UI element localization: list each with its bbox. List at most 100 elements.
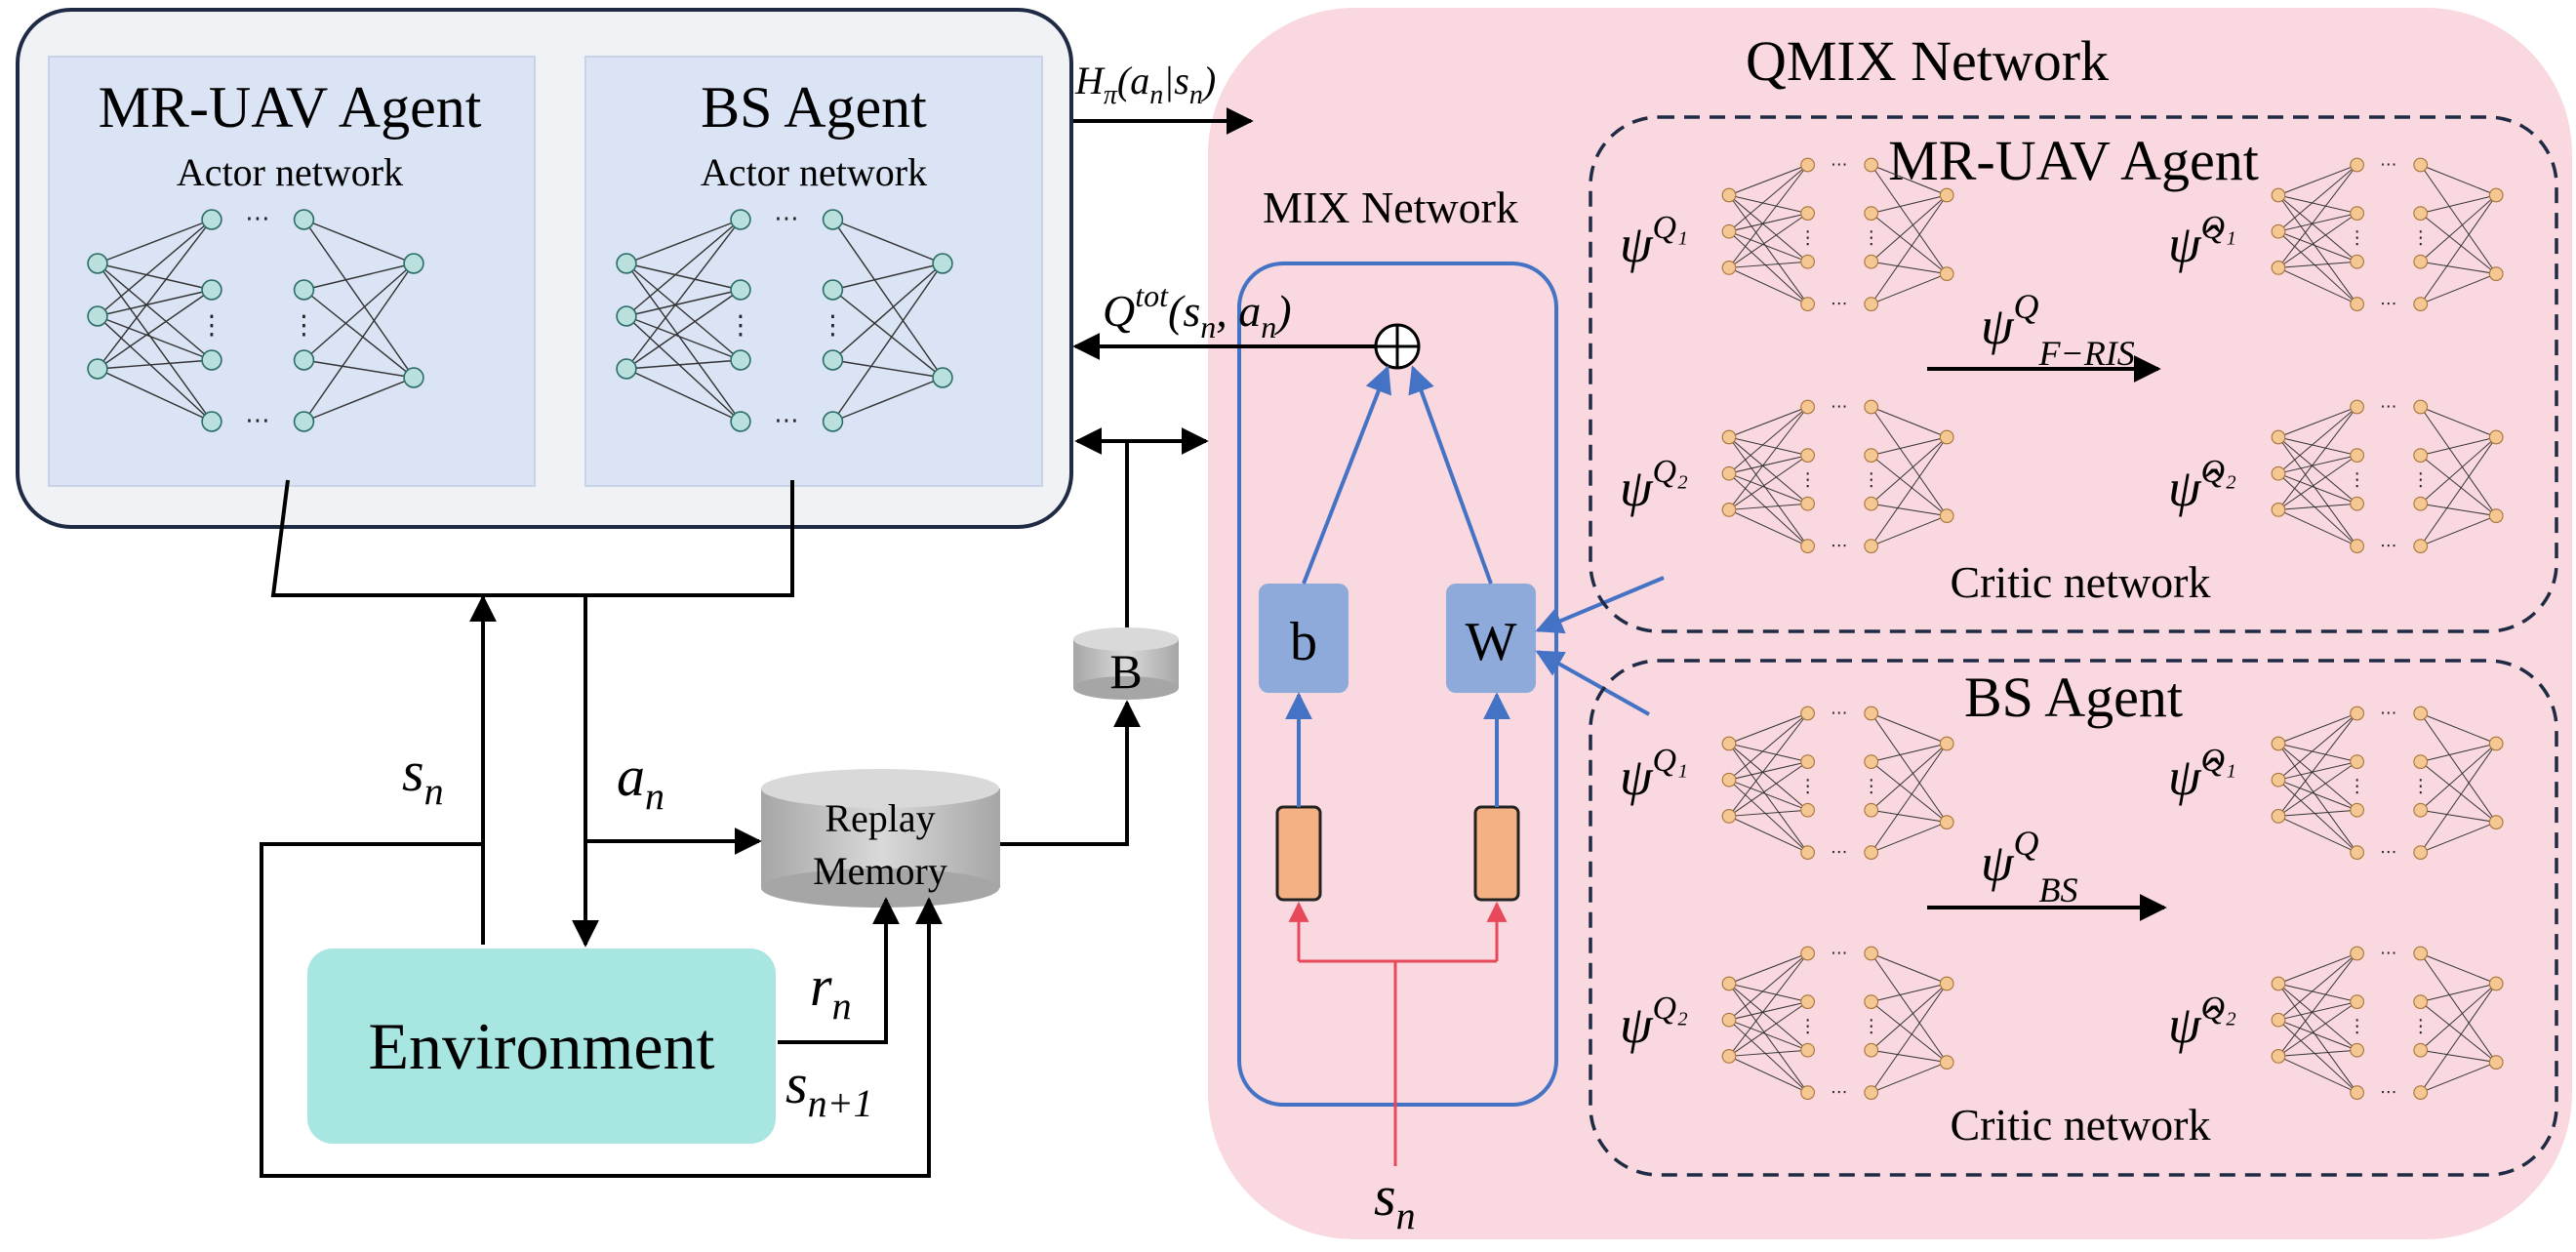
next-state-feedback-loop xyxy=(260,842,943,1178)
layer-ellipsis: ⋯ xyxy=(2380,944,2396,963)
layer-ellipsis: ⋯ xyxy=(774,204,798,232)
batch-label: B xyxy=(1109,644,1142,699)
layer-vertical-ellipsis: ⋮ xyxy=(2348,470,2366,491)
mr-uav-actor-title: MR-UAV Agent xyxy=(99,75,482,140)
critic-net-8: ⋯ ⋯ ⋮ ⋮ xyxy=(2271,944,2504,1103)
critic-bs-title: BS Agent xyxy=(1964,666,2183,729)
layer-vertical-ellipsis: ⋮ xyxy=(1798,228,1817,249)
environment-label: Environment xyxy=(368,1009,714,1083)
layer-ellipsis: ⋯ xyxy=(2380,1083,2396,1103)
layer-ellipsis: ⋯ xyxy=(2380,537,2396,556)
layer-vertical-ellipsis: ⋮ xyxy=(2411,470,2430,491)
mix-network-box xyxy=(1237,262,1558,1107)
layer-ellipsis: ⋯ xyxy=(2380,295,2396,314)
layer-vertical-ellipsis: ⋮ xyxy=(2411,228,2430,249)
replay-memory-line2: Memory xyxy=(813,849,947,893)
reward-to-replay-line xyxy=(778,897,900,1044)
layer-vertical-ellipsis: ⋮ xyxy=(1862,777,1880,797)
qmix-title: QMIX Network xyxy=(1746,29,2109,93)
layer-vertical-ellipsis: ⋮ xyxy=(1798,777,1817,797)
mixing-sum-node xyxy=(1374,323,1421,370)
layer-ellipsis: ⋯ xyxy=(2380,704,2396,723)
layer-vertical-ellipsis: ⋮ xyxy=(2348,228,2366,249)
layer-vertical-ellipsis: ⋮ xyxy=(1798,1017,1817,1037)
critic-bs-footer: Critic network xyxy=(1951,1100,2211,1150)
layer-ellipsis: ⋯ xyxy=(1831,843,1847,863)
actors-bus-line xyxy=(270,479,794,597)
layer-ellipsis: ⋯ xyxy=(245,406,269,434)
critic-mr-uav-box xyxy=(1589,115,2558,633)
layer-ellipsis: ⋯ xyxy=(1831,295,1847,314)
layer-ellipsis: ⋯ xyxy=(1831,397,1847,417)
layer-vertical-ellipsis: ⋮ xyxy=(291,310,317,341)
layer-ellipsis: ⋯ xyxy=(2380,155,2396,175)
critic-bs-psi-hat-q1-label: ψ̂Q₁ xyxy=(2168,743,2236,806)
bias-node-box xyxy=(1259,584,1348,693)
layer-vertical-ellipsis: ⋮ xyxy=(1862,228,1880,249)
layer-ellipsis: ⋯ xyxy=(1831,155,1847,175)
critic-net-5: ⋯ ⋯ ⋮ ⋮ xyxy=(1721,704,1954,863)
mix-network-title: MIX Network xyxy=(1263,182,1518,232)
reward-label: rn xyxy=(810,954,852,1028)
layer-vertical-ellipsis: ⋮ xyxy=(2411,777,2430,797)
critic-mr-psi-q2-label: ψQ₂ xyxy=(1620,454,1688,517)
layer-ellipsis: ⋯ xyxy=(2380,843,2396,863)
critic-bs-psi-q2-label: ψQ₂ xyxy=(1620,990,1688,1054)
critic-net-7: ⋯ ⋯ ⋮ ⋮ xyxy=(2271,704,2504,863)
critic-net-6: ⋯ ⋯ ⋮ ⋮ xyxy=(1721,944,1954,1103)
critic-mr-uav-footer: Critic network xyxy=(1951,557,2211,607)
bias-node-label: b xyxy=(1290,612,1317,672)
layer-ellipsis: ⋯ xyxy=(1831,704,1847,723)
w-to-sum-arrow xyxy=(1408,365,1493,585)
layer-vertical-ellipsis: ⋮ xyxy=(1862,1017,1880,1037)
layer-ellipsis: ⋯ xyxy=(774,406,798,434)
next-state-label: sn+1 xyxy=(785,1052,873,1125)
replay-memory-line1: Replay xyxy=(825,796,935,840)
weight-hypernet-box xyxy=(1473,805,1520,902)
critic-bs-psi-q1-label: ψQ₁ xyxy=(1620,743,1688,806)
layer-ellipsis: ⋯ xyxy=(1831,1083,1847,1103)
environment-box xyxy=(307,949,776,1144)
action-label: an xyxy=(617,745,664,818)
b-to-sum-arrow xyxy=(1302,365,1391,585)
critic-mr-transfer-label: ψQF−RIS xyxy=(1981,287,2135,373)
layer-vertical-ellipsis: ⋮ xyxy=(1798,470,1817,491)
state-label: sn xyxy=(402,740,444,813)
critic-net-4: ⋯ ⋯ ⋮ ⋮ xyxy=(2271,397,2504,556)
bias-hypernet-box xyxy=(1275,805,1322,902)
critic-net-1: ⋯ ⋯ ⋮ ⋮ xyxy=(1721,155,1954,314)
batch-cylinder xyxy=(1073,627,1179,700)
weight-node-label: W xyxy=(1466,612,1517,672)
layer-vertical-ellipsis: ⋮ xyxy=(2348,777,2366,797)
mix-state-input-label: sn xyxy=(1374,1164,1416,1237)
layer-vertical-ellipsis: ⋮ xyxy=(2411,1017,2430,1037)
bs-actor-net: ⋯⋯⋮⋮ xyxy=(616,204,953,434)
mr-uav-actor-net: ⋯⋯⋮⋮ xyxy=(87,204,424,434)
replay-to-batch-line xyxy=(1000,700,1141,846)
layer-ellipsis: ⋯ xyxy=(1831,537,1847,556)
critic-mr-uav-title: MR-UAV Agent xyxy=(1888,129,2259,192)
layer-vertical-ellipsis: ⋮ xyxy=(2348,1017,2366,1037)
layer-vertical-ellipsis: ⋮ xyxy=(199,310,225,341)
critic-net-3: ⋯ ⋯ ⋮ ⋮ xyxy=(2271,155,2504,314)
layer-ellipsis: ⋯ xyxy=(2380,397,2396,417)
layer-vertical-ellipsis: ⋮ xyxy=(820,310,846,341)
layer-ellipsis: ⋯ xyxy=(1831,944,1847,963)
entropy-label: Hπ(an|sn) xyxy=(1074,59,1216,110)
critic-net-2: ⋯ ⋯ ⋮ ⋮ xyxy=(1721,397,1954,556)
critic-mr-psi-q1-label: ψQ₁ xyxy=(1620,210,1688,273)
critic-bs-to-w-arrow xyxy=(1535,650,1650,716)
critic-mr-to-w-arrow xyxy=(1535,576,1665,634)
weight-node-box xyxy=(1446,584,1536,693)
critic-bs-transfer-label: ψQBS xyxy=(1981,824,2078,909)
bs-actor-title: BS Agent xyxy=(701,75,927,140)
critic-bs-box xyxy=(1589,659,2558,1177)
actor-networks: ⋯⋯⋮⋮⋯⋯⋮⋮ xyxy=(87,204,953,434)
mr-uav-actor-subtitle: Actor network xyxy=(177,150,403,194)
qtot-label: Qtot(sn, an) xyxy=(1103,278,1292,344)
layer-vertical-ellipsis: ⋮ xyxy=(1862,470,1880,491)
state-input-lines xyxy=(1288,901,1508,1166)
qmix-network-region xyxy=(1208,8,2572,1239)
bs-actor-subtitle: Actor network xyxy=(701,150,927,194)
